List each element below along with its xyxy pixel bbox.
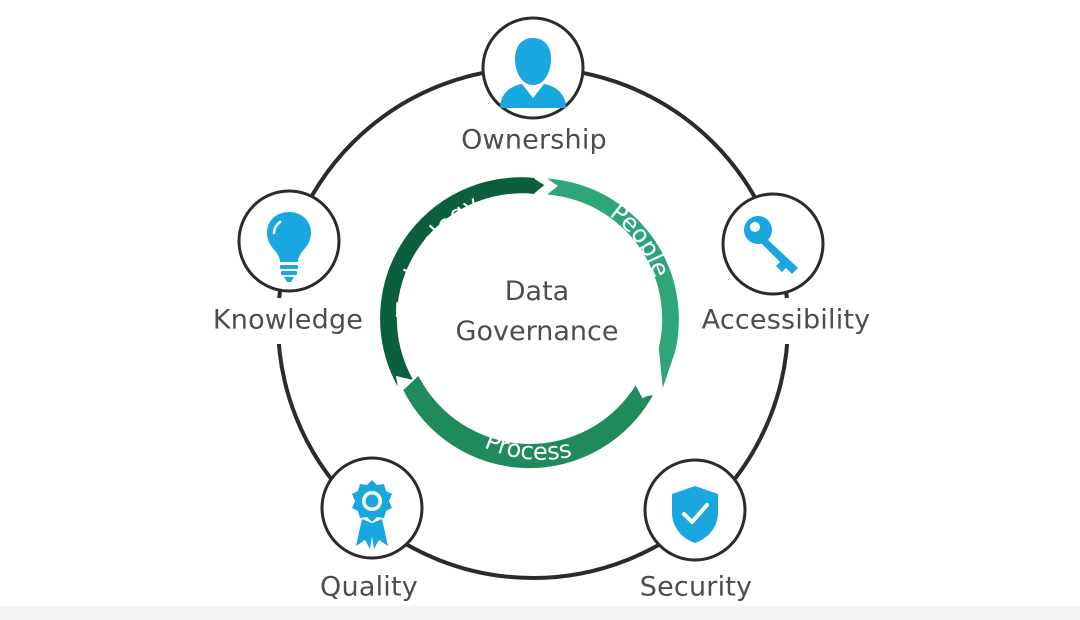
node-quality xyxy=(320,456,424,560)
bottom-strip xyxy=(0,606,1080,620)
label-accessibility: Accessibility xyxy=(701,304,871,336)
shield-check-icon xyxy=(672,486,718,543)
node-circle xyxy=(721,192,825,296)
ring-segment-process xyxy=(402,375,653,469)
person-icon xyxy=(500,38,566,108)
separator-right xyxy=(635,383,660,399)
node-accessibility xyxy=(721,192,825,296)
mask-knowledge xyxy=(212,298,364,344)
mask-accessibility xyxy=(700,298,872,344)
key-icon xyxy=(744,216,798,274)
label-security: Security xyxy=(639,571,753,603)
mask-ownership xyxy=(440,118,620,164)
center-title-line2: Governance xyxy=(455,316,619,347)
separator-left xyxy=(402,373,432,390)
ribbon-badge-icon xyxy=(352,480,392,549)
label-quality: Quality xyxy=(320,571,418,603)
lightbulb-icon xyxy=(267,212,311,282)
center-title: Data Governance xyxy=(456,272,619,352)
center-title-line1: Data xyxy=(504,276,570,307)
label-knowledge: Knowledge xyxy=(212,304,364,336)
node-ownership xyxy=(481,16,585,120)
separator-top xyxy=(534,177,548,195)
node-knowledge xyxy=(237,189,341,293)
label-ownership: Ownership xyxy=(461,124,607,156)
ring-segment-people xyxy=(547,178,679,388)
ring-label-people: People xyxy=(605,198,675,281)
ring-segment-technology xyxy=(380,177,546,387)
node-security xyxy=(643,458,747,562)
